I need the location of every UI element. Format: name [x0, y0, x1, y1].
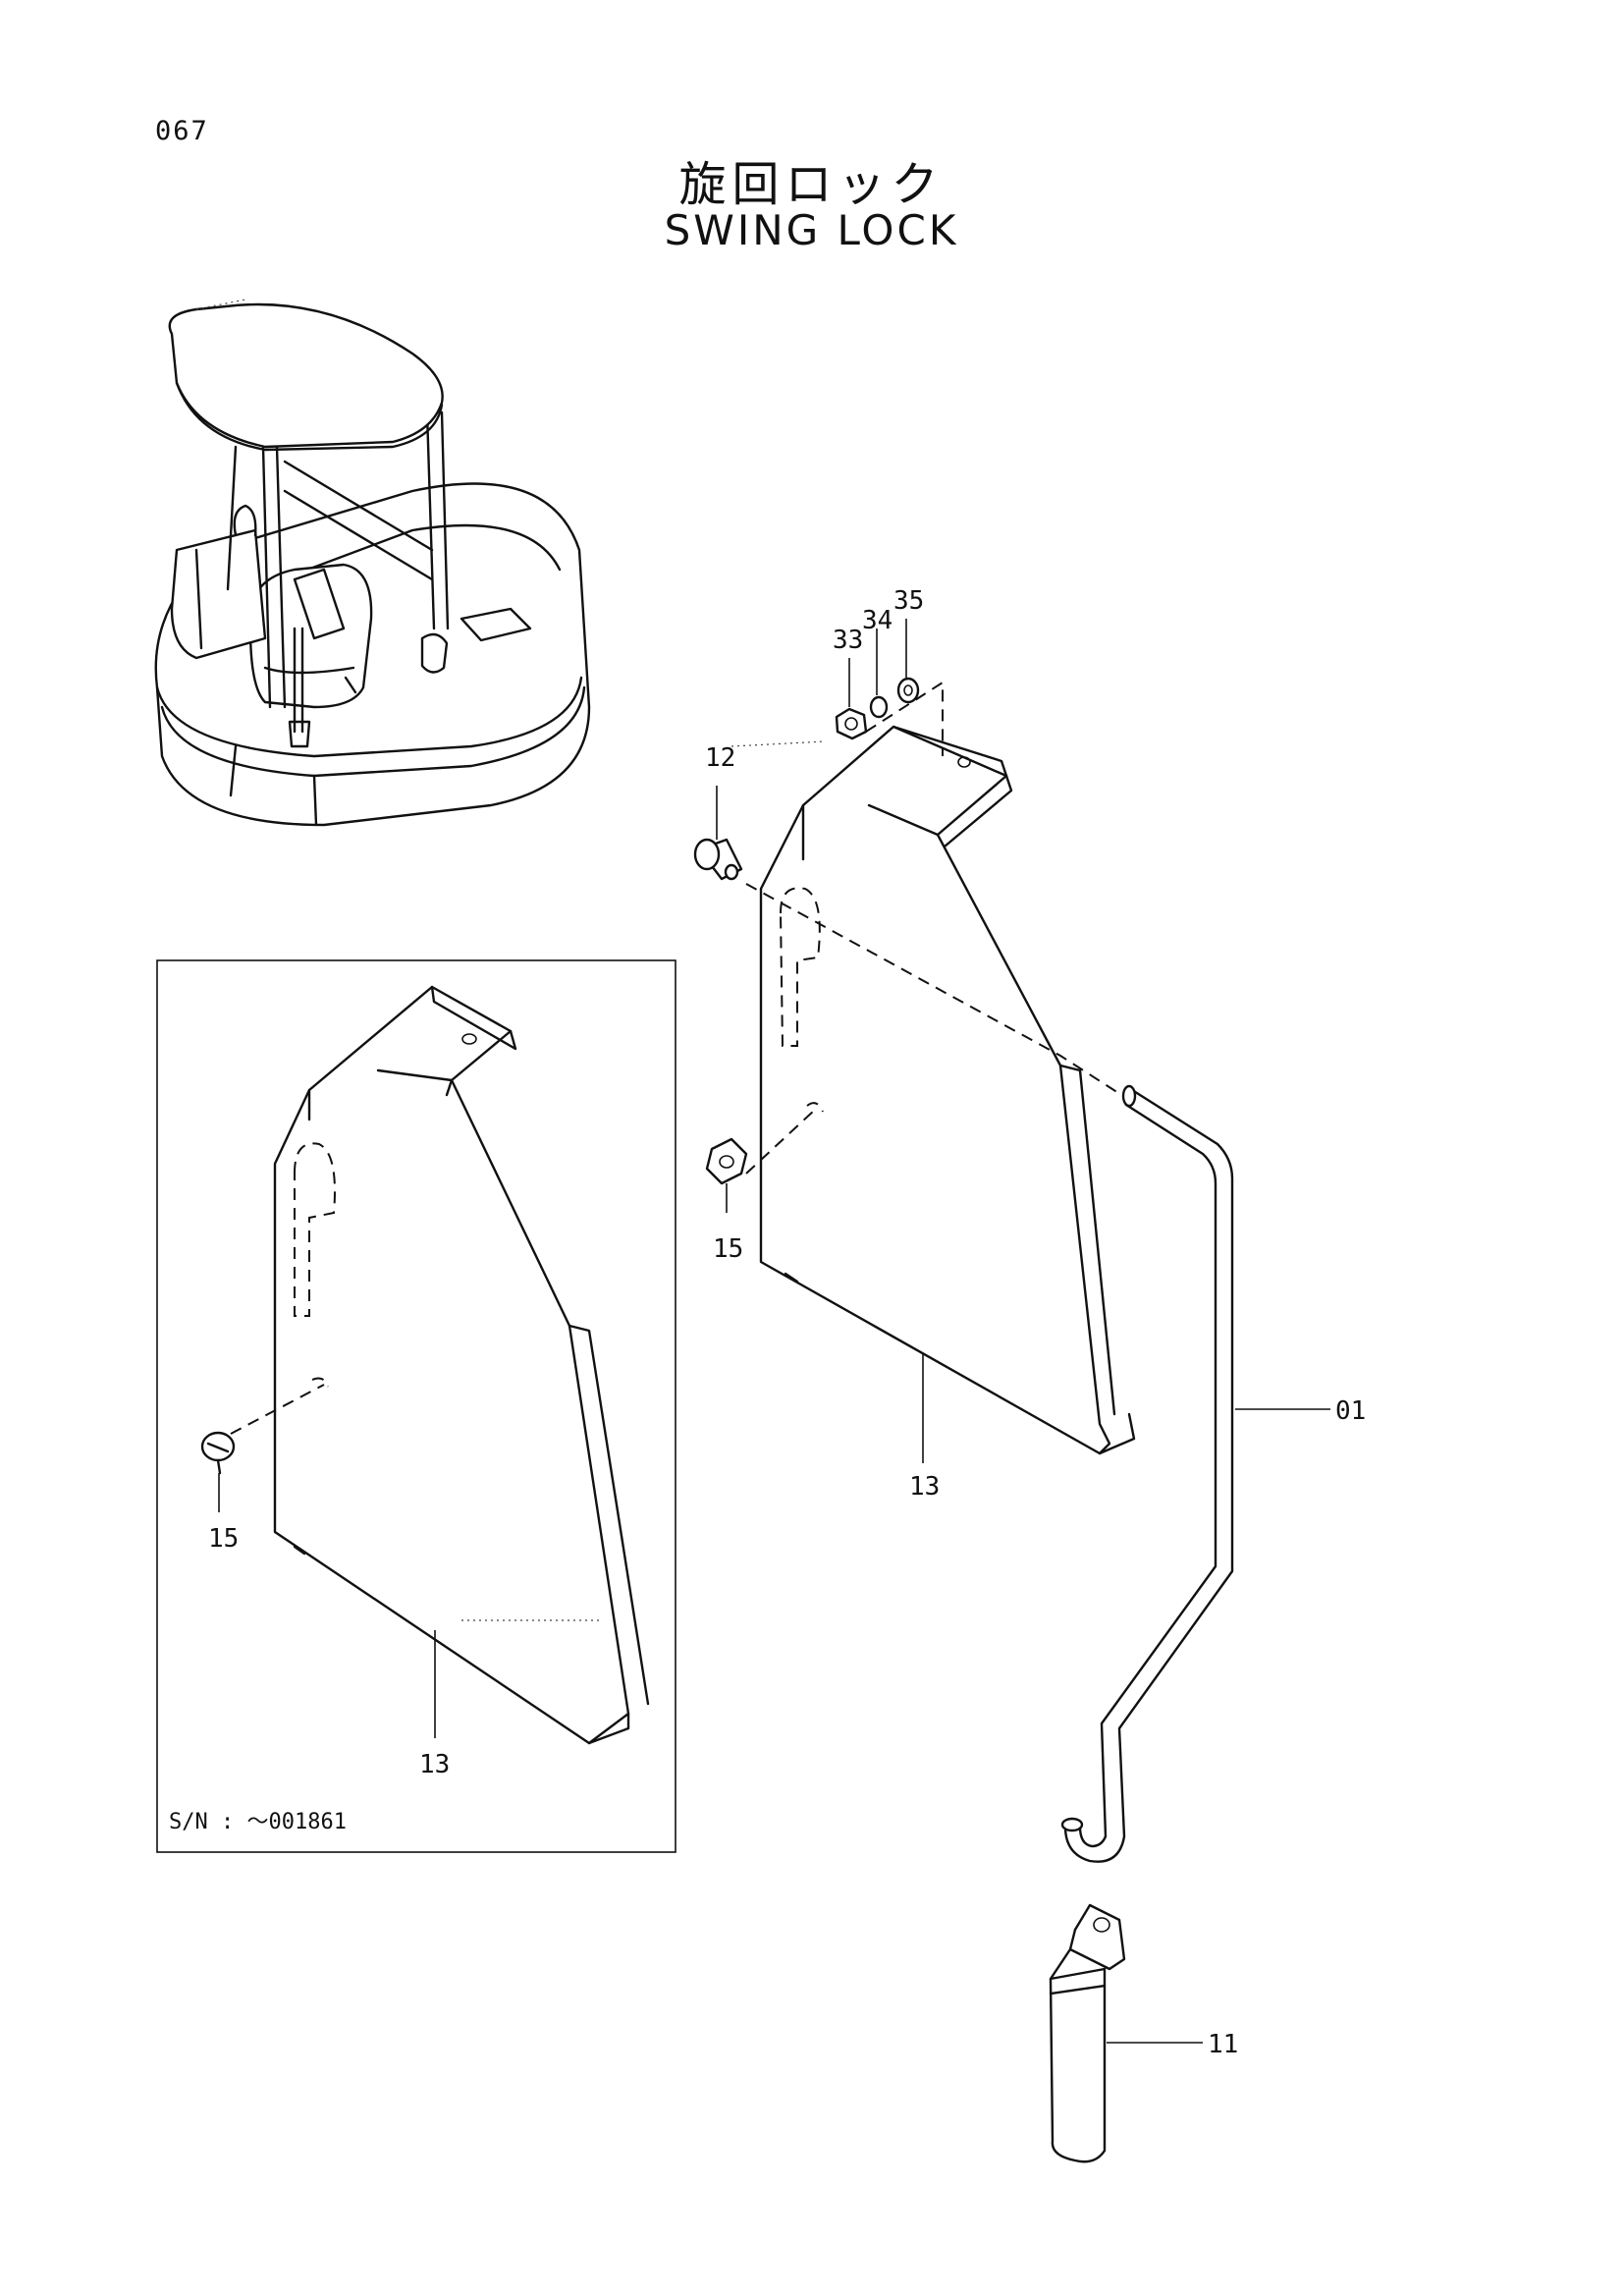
callout-15-inset: 15: [208, 1524, 239, 1554]
assembly-line-nut: [745, 1109, 816, 1175]
callout-34: 34: [862, 606, 893, 635]
assembly-line: [745, 883, 1130, 1101]
swing-lock-pin: [1060, 1084, 1234, 1863]
machine-overview-illustration: [154, 299, 591, 827]
hex-nut: [705, 1137, 748, 1185]
callout-33: 33: [833, 626, 863, 655]
hardware-stack: [835, 677, 920, 740]
title-english: SWING LOCK: [664, 206, 959, 254]
title-japanese: 旋回ロック: [678, 157, 945, 212]
lock-pin-bracket: [1049, 1903, 1126, 2163]
inset-serial-note: S/N : ～001861: [169, 1810, 347, 1834]
inset-bolt: [200, 1431, 236, 1475]
inset-frame: [156, 959, 676, 1853]
callout-13-inset: 13: [419, 1750, 450, 1779]
main-cover-plate: [759, 725, 1136, 1455]
callout-11: 11: [1208, 2030, 1238, 2059]
inset-cover-plate: [230, 985, 650, 1745]
callout-15-main: 15: [713, 1234, 743, 1264]
rubber-cap: [693, 838, 743, 881]
page-number: 067: [155, 116, 209, 146]
callout-13-main: 13: [909, 1472, 940, 1502]
callout-12: 12: [705, 743, 735, 773]
callout-35: 35: [893, 586, 924, 616]
callout-01: 01: [1335, 1396, 1366, 1426]
